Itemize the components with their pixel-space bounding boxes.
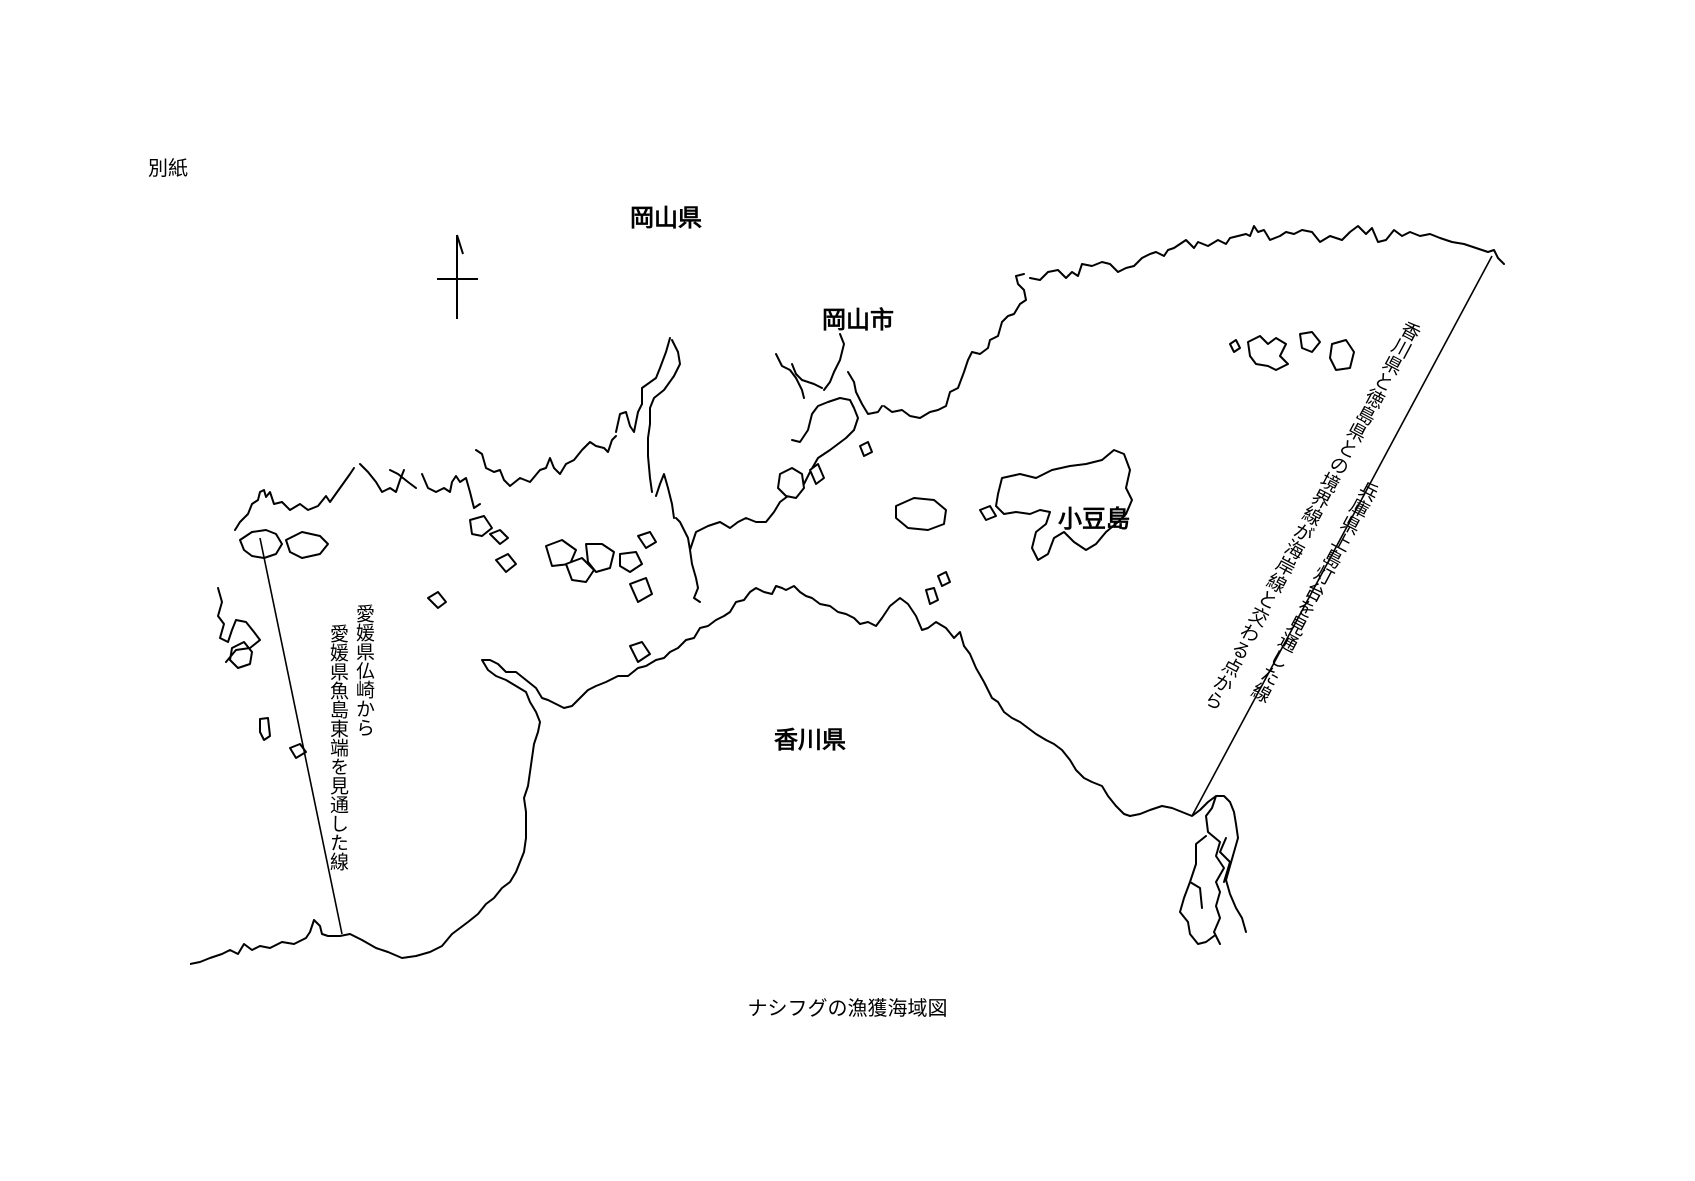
label-okayama-pref: 岡山県 xyxy=(630,204,702,232)
island-small-3 xyxy=(925,587,939,605)
north-arrow-icon xyxy=(437,234,478,319)
island-west-4 xyxy=(259,717,271,741)
coastline-east xyxy=(1129,795,1247,945)
island-mid-7 xyxy=(585,543,615,573)
page-header-label: 別紙 xyxy=(148,156,188,180)
island-small-1 xyxy=(859,441,873,457)
island-mid-1 xyxy=(427,591,447,609)
label-okayama-city: 岡山市 xyxy=(822,306,894,334)
west-boundary-note-line2: 愛媛県魚島東端を見通した線 xyxy=(327,624,349,871)
west-boundary-line xyxy=(259,537,343,935)
island-mid-2 xyxy=(489,529,509,545)
coastline-kagawa xyxy=(190,585,1131,965)
east-boundary-note-line1: 香川県と徳島県との境界線が海岸線と交わる点から xyxy=(1199,317,1424,713)
coastline-north-bays xyxy=(1029,225,1505,281)
island-small-2 xyxy=(937,571,951,587)
island-north-2 xyxy=(1299,331,1321,353)
island-mid-6 xyxy=(565,557,595,583)
west-boundary-note-line1: 愛媛県仏崎から xyxy=(353,604,375,737)
island-shodoshima xyxy=(995,449,1133,561)
label-kagawa-pref: 香川県 xyxy=(774,726,846,754)
island-west-5 xyxy=(289,743,307,759)
island-mid-5 xyxy=(545,539,577,567)
island-mid-8 xyxy=(619,551,643,573)
island-naoshima-2 xyxy=(809,463,825,485)
island-mid-4 xyxy=(495,553,517,573)
map-caption: ナシフグの漁獲海域図 xyxy=(747,996,948,1020)
coastline-west-shore xyxy=(217,587,261,663)
island-mid-9 xyxy=(629,577,653,603)
island-mid-10 xyxy=(637,531,657,549)
island-north-4 xyxy=(1229,339,1241,353)
fishing-area-map: 岡山県 岡山市 小豆島 香川県 愛媛県仏崎から 愛媛県魚島東端を見通した線 香川… xyxy=(190,192,1515,975)
island-small-4 xyxy=(979,505,997,521)
island-north-3 xyxy=(1329,339,1355,371)
island-west-2 xyxy=(285,531,329,559)
map-canvas: 岡山県 岡山市 小豆島 香川県 愛媛県仏崎から 愛媛県魚島東端を見通した線 香川… xyxy=(190,204,1505,965)
island-mid-11 xyxy=(629,641,651,663)
island-naoshima-1 xyxy=(777,467,805,499)
island-teshima xyxy=(895,497,947,531)
east-boundary-line xyxy=(1191,255,1493,817)
label-shodoshima: 小豆島 xyxy=(1058,505,1130,533)
coastline-north xyxy=(234,273,1027,603)
island-west-3 xyxy=(229,641,253,669)
island-north-1 xyxy=(1247,335,1289,371)
island-mid-3 xyxy=(469,515,493,537)
